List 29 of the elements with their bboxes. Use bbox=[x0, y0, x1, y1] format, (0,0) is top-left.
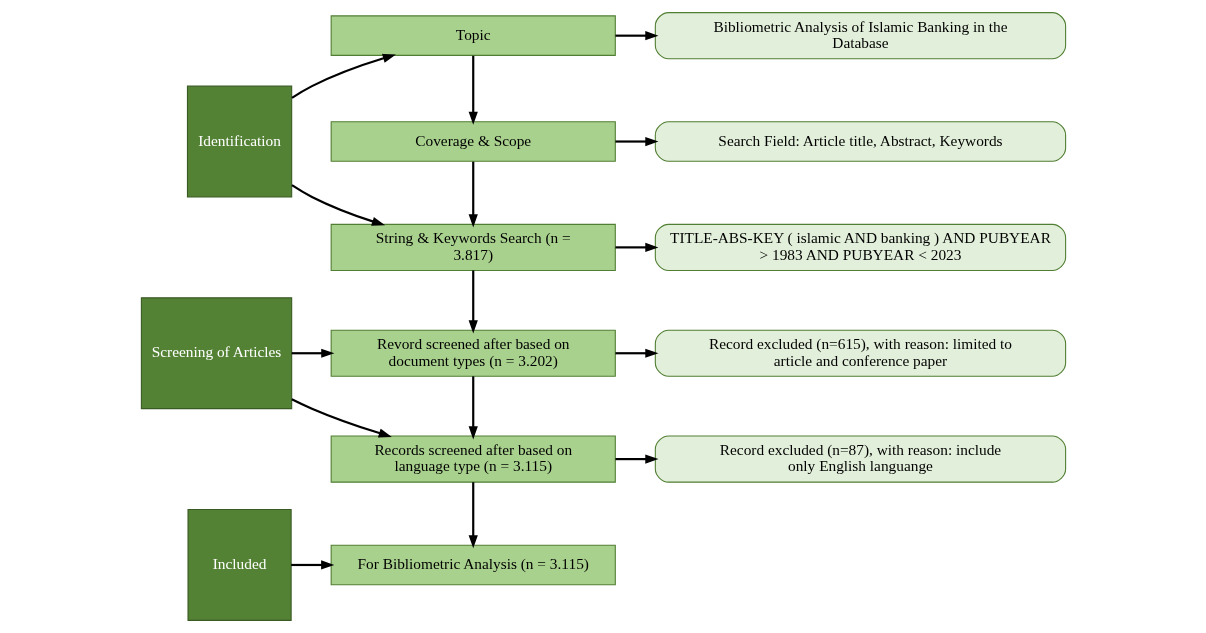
node-box: For Bibliometric Analysis (n = 3.115) bbox=[330, 544, 616, 586]
node-box: Record excluded (n=87), with reason: include only English languange bbox=[654, 435, 1066, 483]
arrow bbox=[468, 161, 478, 228]
node-box: String & Keywords Search (n = 3.817) bbox=[330, 223, 616, 271]
node-box: Screening of Articles bbox=[140, 297, 292, 410]
node-box: Records screened after based on language type (n = 3.115) bbox=[330, 435, 616, 483]
node-box: Record excluded (n=615), with reason: limited to article and conference paper bbox=[654, 329, 1066, 377]
arrow bbox=[614, 242, 658, 252]
arrow bbox=[290, 560, 334, 570]
node-box: Revord screened after based on document types (n = 3.202) bbox=[330, 329, 616, 377]
node-box: Included bbox=[186, 509, 292, 621]
arrow bbox=[468, 376, 478, 440]
node-box: TITLE-ABS-KEY ( islamic AND banking ) AND PUBYEAR > 1983 AND PUBYEAR < 2023 bbox=[654, 223, 1066, 271]
node-box: Search Field: Article title, Abstract, Keywords bbox=[654, 121, 1066, 162]
node-box: Topic bbox=[330, 15, 616, 56]
arrow bbox=[614, 348, 658, 358]
arrow bbox=[614, 136, 658, 147]
arrow bbox=[290, 53, 396, 99]
arrow bbox=[468, 55, 478, 125]
arrow bbox=[468, 270, 478, 334]
arrow bbox=[291, 348, 334, 358]
node-box: Bibliometric Analysis of Islamic Banking in the Database bbox=[654, 12, 1066, 60]
arrow bbox=[614, 454, 658, 464]
node-box: Coverage & Scope bbox=[330, 121, 616, 162]
node-box: Identification bbox=[186, 85, 292, 198]
arrow bbox=[614, 31, 658, 41]
arrow bbox=[468, 482, 478, 549]
arrow bbox=[290, 184, 385, 226]
arrow bbox=[290, 398, 392, 438]
